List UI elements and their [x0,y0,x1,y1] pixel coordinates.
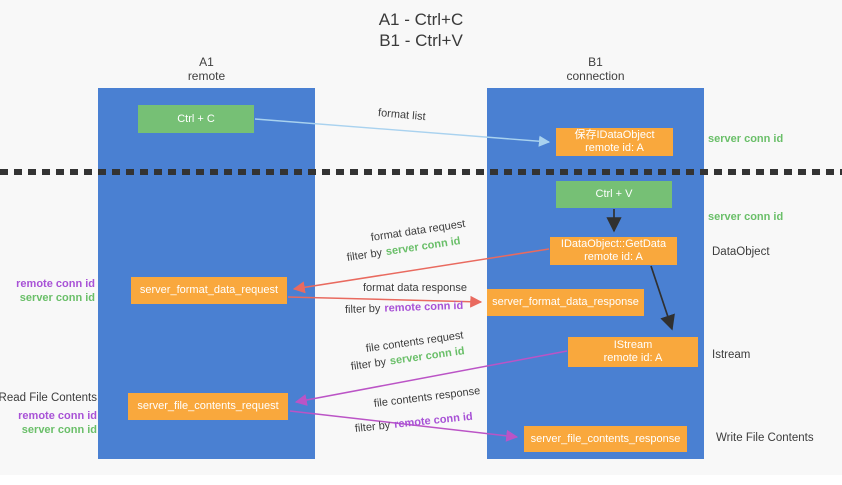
node-file-response-label: server_file_contents_response [530,432,681,445]
left-mid-server-conn-id: server conn id [19,292,95,304]
left-mid-conn-ids: remote conn id server conn id [16,277,95,305]
node-file-request-label: server_file_contents_request [137,400,279,412]
node-save-idataobject-line1: 保存IDataObject [574,129,655,141]
filter-prefix: filter by [350,356,387,373]
lane-right-name: B1 [588,55,603,69]
node-server-format-data-request: server_format_data_request [131,277,287,304]
filter-key-remote-conn-id: remote conn id [384,299,464,315]
left-bottom-remote-conn-id: remote conn id [18,410,97,422]
write-file-contents-label: Write File Contents [716,432,814,444]
filter-prefix: filter by [344,302,381,316]
node-save-idataobject-line2: remote id: A [585,142,644,154]
node-istream-line1: IStream [613,339,653,351]
bottom-strip [0,475,842,485]
lane-left-name: A1 [199,55,214,69]
node-getdata-line1: IDataObject::GetData [560,238,667,250]
istream-label: Istream [712,349,751,361]
node-format-response-label: server_format_data_response [492,296,639,308]
right-server-conn-id-mid: server conn id [708,211,784,223]
lane-left-role: remote [187,69,226,83]
dotted-divider [0,169,842,175]
left-mid-remote-conn-id: remote conn id [16,278,95,290]
node-ctrl-v: Ctrl + V [556,181,672,208]
flow-label-format-list: format list [377,107,427,124]
flow-label-format-data-response: format data response [363,282,467,294]
filter-prefix: filter by [346,246,383,264]
node-ctrl-c: Ctrl + C [138,105,254,133]
title-line-2: B1 - Ctrl+V [379,31,463,50]
left-bottom-server-conn-id: server conn id [21,424,97,436]
node-istream-line2: remote id: A [603,352,663,364]
node-istream: IStream remote id: A [568,337,698,367]
diagram-title: A1 - Ctrl+C B1 - Ctrl+V [0,9,842,51]
node-ctrl-c-label: Ctrl + C [177,112,215,125]
node-server-file-contents-response: server_file_contents_response [524,426,687,452]
filter-key-remote-conn-id: remote conn id [393,410,474,431]
lane-header-left: A1 remote [98,55,315,83]
node-idataobject-getdata: IDataObject::GetData remote id: A [550,237,677,265]
left-bottom-labels: Read File Contents remote conn id server… [0,391,97,437]
filter-prefix: filter by [354,419,391,435]
node-ctrl-v-label: Ctrl + V [595,188,633,200]
flow-label-file-contents-response: file contents response [373,385,481,410]
node-format-request-label: server_format_data_request [139,284,279,296]
node-server-file-contents-request: server_file_contents_request [128,393,288,420]
lane-header-right: B1 connection [487,55,704,83]
dataobject-label: DataObject [712,246,770,258]
node-getdata-line2: remote id: A [584,251,643,263]
read-file-contents-label: Read File Contents [0,392,97,404]
node-server-format-data-response: server_format_data_response [487,289,644,316]
right-server-conn-id-top: server conn id [708,133,784,145]
lane-right-role: connection [566,69,625,83]
title-line-1: A1 - Ctrl+C [378,10,464,29]
node-save-idataobject: 保存IDataObject remote id: A [556,128,673,156]
